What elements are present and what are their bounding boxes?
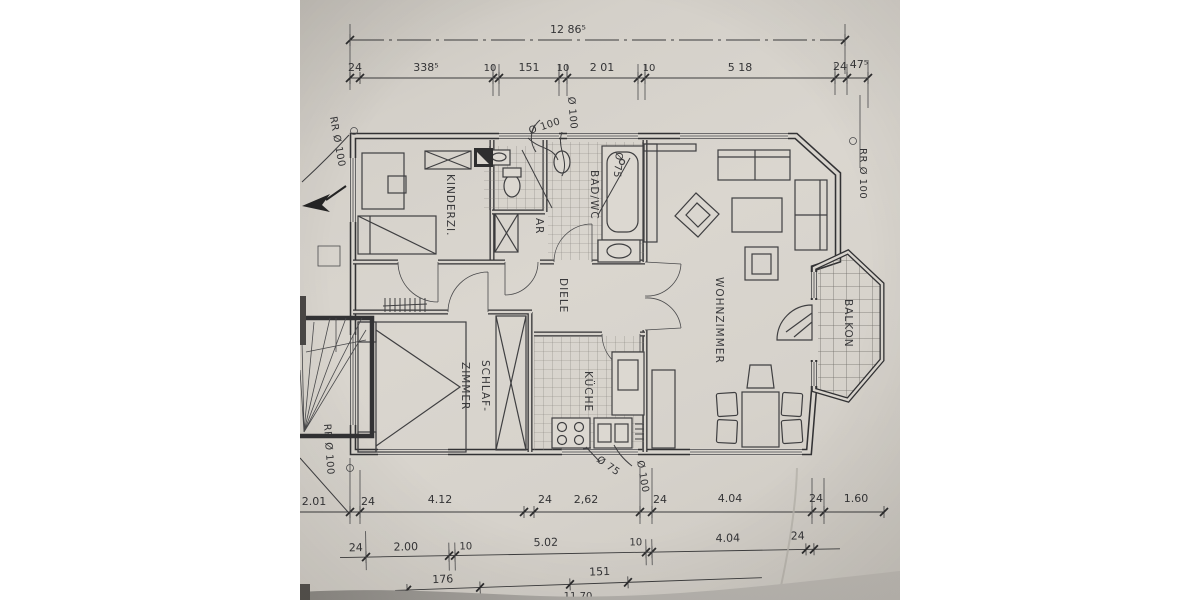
photo-vignette	[300, 0, 900, 600]
floor-plan-drawing: 12 86⁵ 24 338⁵ 10 151 10 2 01 10 5 18 24…	[300, 0, 900, 600]
floor-plan-photo: 12 86⁵ 24 338⁵ 10 151 10 2 01 10 5 18 24…	[300, 0, 900, 600]
